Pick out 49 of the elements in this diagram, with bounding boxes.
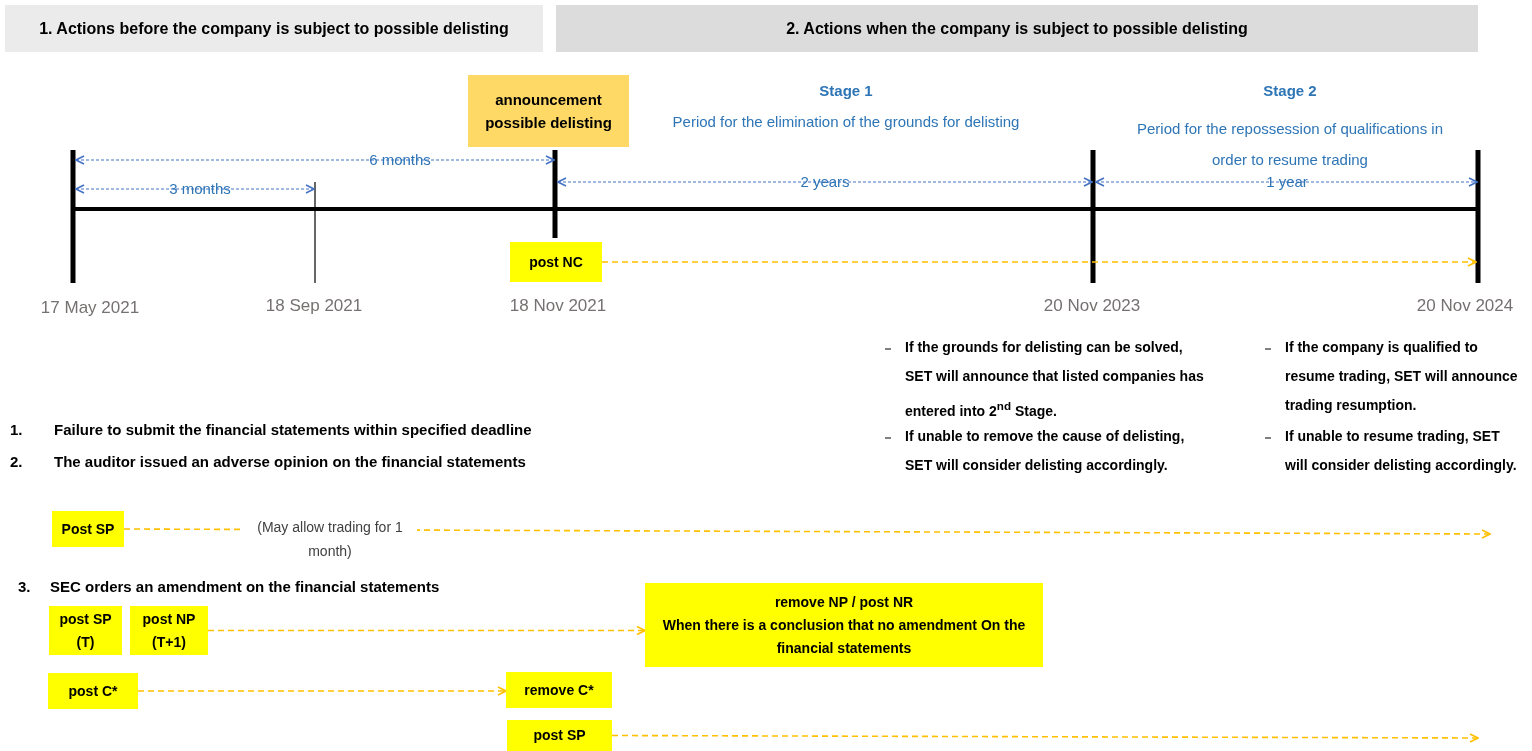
dimension-label: 1 year bbox=[1265, 172, 1309, 192]
box-text: post NP (T+1) bbox=[141, 609, 197, 652]
bullet-text: If unable to resume trading, SET will consider delisting accordingly. bbox=[1285, 427, 1518, 475]
list-number: 1. bbox=[10, 420, 24, 440]
list-item: Failure to submit the financial statements within specified deadline bbox=[54, 420, 533, 440]
action-box bbox=[49, 606, 122, 655]
date-label: 17 May 2021 bbox=[39, 297, 141, 319]
box-text: post C* bbox=[68, 681, 118, 701]
dimension-label: 6 months bbox=[368, 150, 432, 170]
bullet-text: If unable to remove the cause of delisting, SET will consider delisting accordingly. bbox=[905, 427, 1186, 475]
box-text: post SP bbox=[533, 726, 586, 745]
action-box bbox=[506, 672, 612, 708]
header-band bbox=[556, 5, 1478, 52]
stage-description: Period for the elimination of the grounds for delisting bbox=[671, 112, 1021, 132]
arrow bbox=[601, 257, 1477, 267]
action-box bbox=[130, 606, 208, 655]
date-label: 20 Nov 2023 bbox=[1042, 295, 1142, 317]
arrow bbox=[207, 625, 646, 636]
list-item: SEC orders an amendment on the financial statements bbox=[50, 577, 441, 597]
box-text: remove NP / post NR bbox=[774, 592, 914, 612]
date-label: 20 Nov 2024 bbox=[1415, 295, 1515, 317]
box-text: post NC bbox=[529, 252, 583, 272]
box-text: 2. Actions when the company is subject to possible delisting bbox=[786, 18, 1248, 39]
box-text: When there is a conclusion that no amendment On the financial statements bbox=[661, 615, 1027, 658]
action-box bbox=[507, 720, 612, 751]
arrow bbox=[137, 686, 507, 696]
box-text: announcement possible delisting bbox=[484, 90, 613, 133]
action-box bbox=[645, 583, 1043, 667]
stage-title: Stage 2 bbox=[1262, 81, 1318, 101]
stage-title: Stage 1 bbox=[818, 81, 874, 101]
list-item: The auditor issued an adverse opinion on the financial statements bbox=[54, 452, 527, 472]
bullet-text: If the company is qualified to resume trading, SET will announce trading resumption. bbox=[1285, 338, 1519, 415]
box-text: remove C* bbox=[524, 680, 594, 700]
arrow bbox=[611, 733, 1479, 743]
action-box bbox=[52, 511, 124, 547]
box-text: post SP (T) bbox=[58, 609, 113, 652]
bullet-text: If the grounds for delisting can be solved, SET will announce that listed companies has entered into 2$^{nd}$ Stage. bbox=[905, 338, 1205, 421]
dimension-label: 2 years bbox=[799, 172, 851, 192]
date-label: 18 Nov 2021 bbox=[508, 295, 608, 317]
date-label: 18 Sep 2021 bbox=[264, 295, 364, 317]
list-number: 3. bbox=[18, 577, 32, 597]
dimension-label: 3 months bbox=[168, 179, 232, 199]
action-box bbox=[48, 673, 138, 709]
stage-description: Period for the repossession of qualifications in order to resume trading bbox=[1136, 119, 1444, 170]
announcement-box bbox=[468, 75, 629, 147]
action-box bbox=[510, 242, 602, 282]
list-number: 2. bbox=[10, 452, 24, 472]
box-text: Post SP bbox=[61, 519, 115, 539]
box-text: 1. Actions before the company is subject to possible delisting bbox=[39, 18, 509, 39]
